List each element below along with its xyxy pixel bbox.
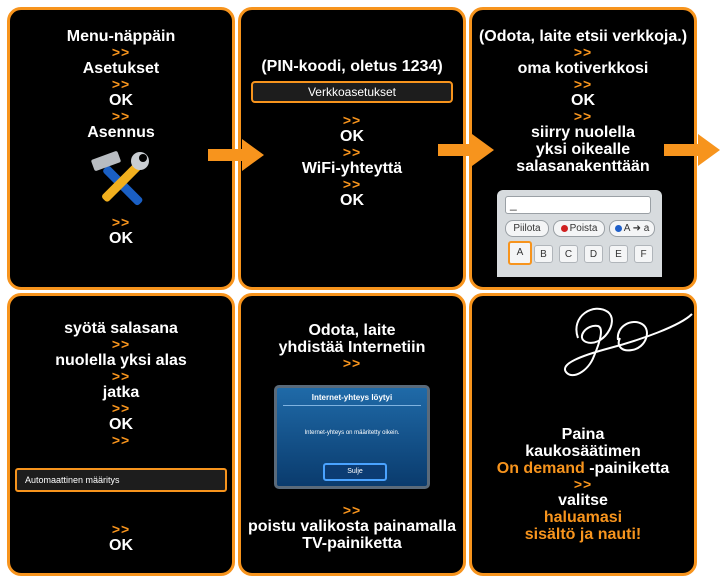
step4-line5: OK	[109, 537, 133, 554]
key-c[interactable]: C	[559, 245, 578, 263]
step1-line4: Asennus	[87, 124, 155, 141]
case-label: A ➜ a	[623, 223, 650, 234]
step6-line4: valitse	[558, 492, 608, 509]
step1-line3: OK	[109, 92, 133, 109]
step2-line1: (PIN-koodi, oletus 1234)	[261, 58, 443, 75]
dialog-divider	[283, 405, 421, 406]
step3-line4c: salasanakenttään	[516, 158, 650, 175]
step4-line1: syötä salasana	[64, 320, 178, 337]
step4-panel	[7, 293, 235, 576]
separator: >>	[111, 521, 131, 537]
separator: >>	[111, 76, 131, 92]
separator: >>	[342, 112, 362, 128]
password-input[interactable]: _	[505, 196, 651, 214]
step3-line3: OK	[571, 92, 595, 109]
on-demand-label: On demand	[496, 460, 585, 477]
right-arrow-icon	[438, 134, 494, 166]
step5-line1a: Odota, laite	[308, 322, 396, 339]
separator: >>	[573, 76, 593, 92]
separator: >>	[111, 336, 131, 352]
dialog-title: Internet-yhteys löytyi	[311, 393, 393, 402]
dialog-text: Internet-yhteys on määritetty oikein.	[304, 430, 400, 436]
step1-panel	[7, 7, 235, 290]
separator: >>	[111, 108, 131, 124]
step6-line5: haluamasi	[543, 509, 623, 526]
step6-line2: kaukosäätimen	[525, 443, 641, 460]
key-d[interactable]: D	[584, 245, 603, 263]
step1-line2: Asetukset	[82, 60, 160, 77]
right-arrow-icon	[208, 139, 264, 171]
step6-line3-rest: -painiketta	[584, 460, 670, 477]
right-arrow-icon	[664, 134, 720, 166]
tools-icon	[91, 151, 149, 206]
step2-panel	[238, 7, 466, 290]
red-dot-icon	[560, 224, 568, 232]
separator: >>	[342, 502, 362, 518]
step3-line4a: siirry nuolella	[530, 124, 636, 141]
step6-line1: Paina	[561, 426, 605, 443]
step5-line2a: poistu valikosta painamalla	[247, 518, 457, 535]
separator: >>	[111, 44, 131, 60]
separator: >>	[573, 108, 593, 124]
step1-line1: Menu-näppäin	[66, 28, 176, 45]
step5-line1b: yhdistää Internetiin	[278, 339, 426, 356]
step2-line4: OK	[340, 192, 364, 209]
go-logo	[563, 307, 693, 377]
automatic-config-field[interactable]: Automaattinen määritys	[15, 468, 227, 492]
step6-line6: sisältö ja nauti!	[524, 526, 642, 543]
separator: >>	[342, 355, 362, 371]
connection-dialog: Internet-yhteys löytyi Internet-yhteys o…	[274, 385, 430, 489]
separator: >>	[111, 400, 131, 416]
step4-content: syötä salasana >> nuolella yksi alas >> …	[7, 320, 235, 554]
step5-content: Odota, laite yhdistää Internetiin >> Int…	[238, 322, 466, 552]
key-a[interactable]: A	[508, 241, 532, 265]
separator: >>	[111, 432, 131, 448]
separator: >>	[573, 44, 593, 60]
close-button[interactable]: Sulje	[323, 463, 387, 481]
separator: >>	[342, 144, 362, 160]
hide-button[interactable]: Piilota	[505, 220, 549, 237]
step4-line4: OK	[109, 416, 133, 433]
case-toggle-button[interactable]: A ➜ a	[609, 220, 655, 237]
step2-line3: WiFi-yhteyttä	[301, 160, 403, 177]
step4-line3: jatka	[102, 384, 140, 401]
separator: >>	[111, 214, 131, 230]
step1-content: Menu-näppäin >> Asetukset >> OK >> Asenn…	[7, 28, 235, 247]
key-e[interactable]: E	[609, 245, 628, 263]
step5-line2b: TV-painiketta	[302, 535, 402, 552]
key-b[interactable]: B	[534, 245, 553, 263]
network-settings-menu-item[interactable]: Verkkoasetukset	[251, 81, 453, 103]
step1-line5: OK	[109, 230, 133, 247]
step6-line3: On demand -painiketta	[497, 460, 669, 477]
step4-line2: nuolella yksi alas	[55, 352, 187, 369]
delete-button[interactable]: Poista	[553, 220, 605, 237]
separator: >>	[342, 176, 362, 192]
step3-line1: (Odota, laite etsii verkkoja.)	[478, 28, 688, 45]
step2-line2: OK	[340, 128, 364, 145]
step6-content: Paina kaukosäätimen On demand -painikett…	[469, 426, 697, 543]
separator: >>	[111, 368, 131, 384]
step3-content: (Odota, laite etsii verkkoja.) >> oma ko…	[469, 28, 697, 175]
step3-line2: oma kotiverkkosi	[517, 60, 649, 77]
key-f[interactable]: F	[634, 245, 653, 263]
delete-label: Poista	[569, 223, 598, 234]
step3-line4b: yksi oikealle	[535, 141, 631, 158]
step2-content: (PIN-koodi, oletus 1234) Verkkoasetukset…	[238, 58, 466, 209]
onscreen-keyboard: _ Piilota Poista A ➜ a A B C D E F	[497, 190, 662, 277]
separator: >>	[573, 476, 593, 492]
blue-dot-icon	[614, 224, 622, 232]
